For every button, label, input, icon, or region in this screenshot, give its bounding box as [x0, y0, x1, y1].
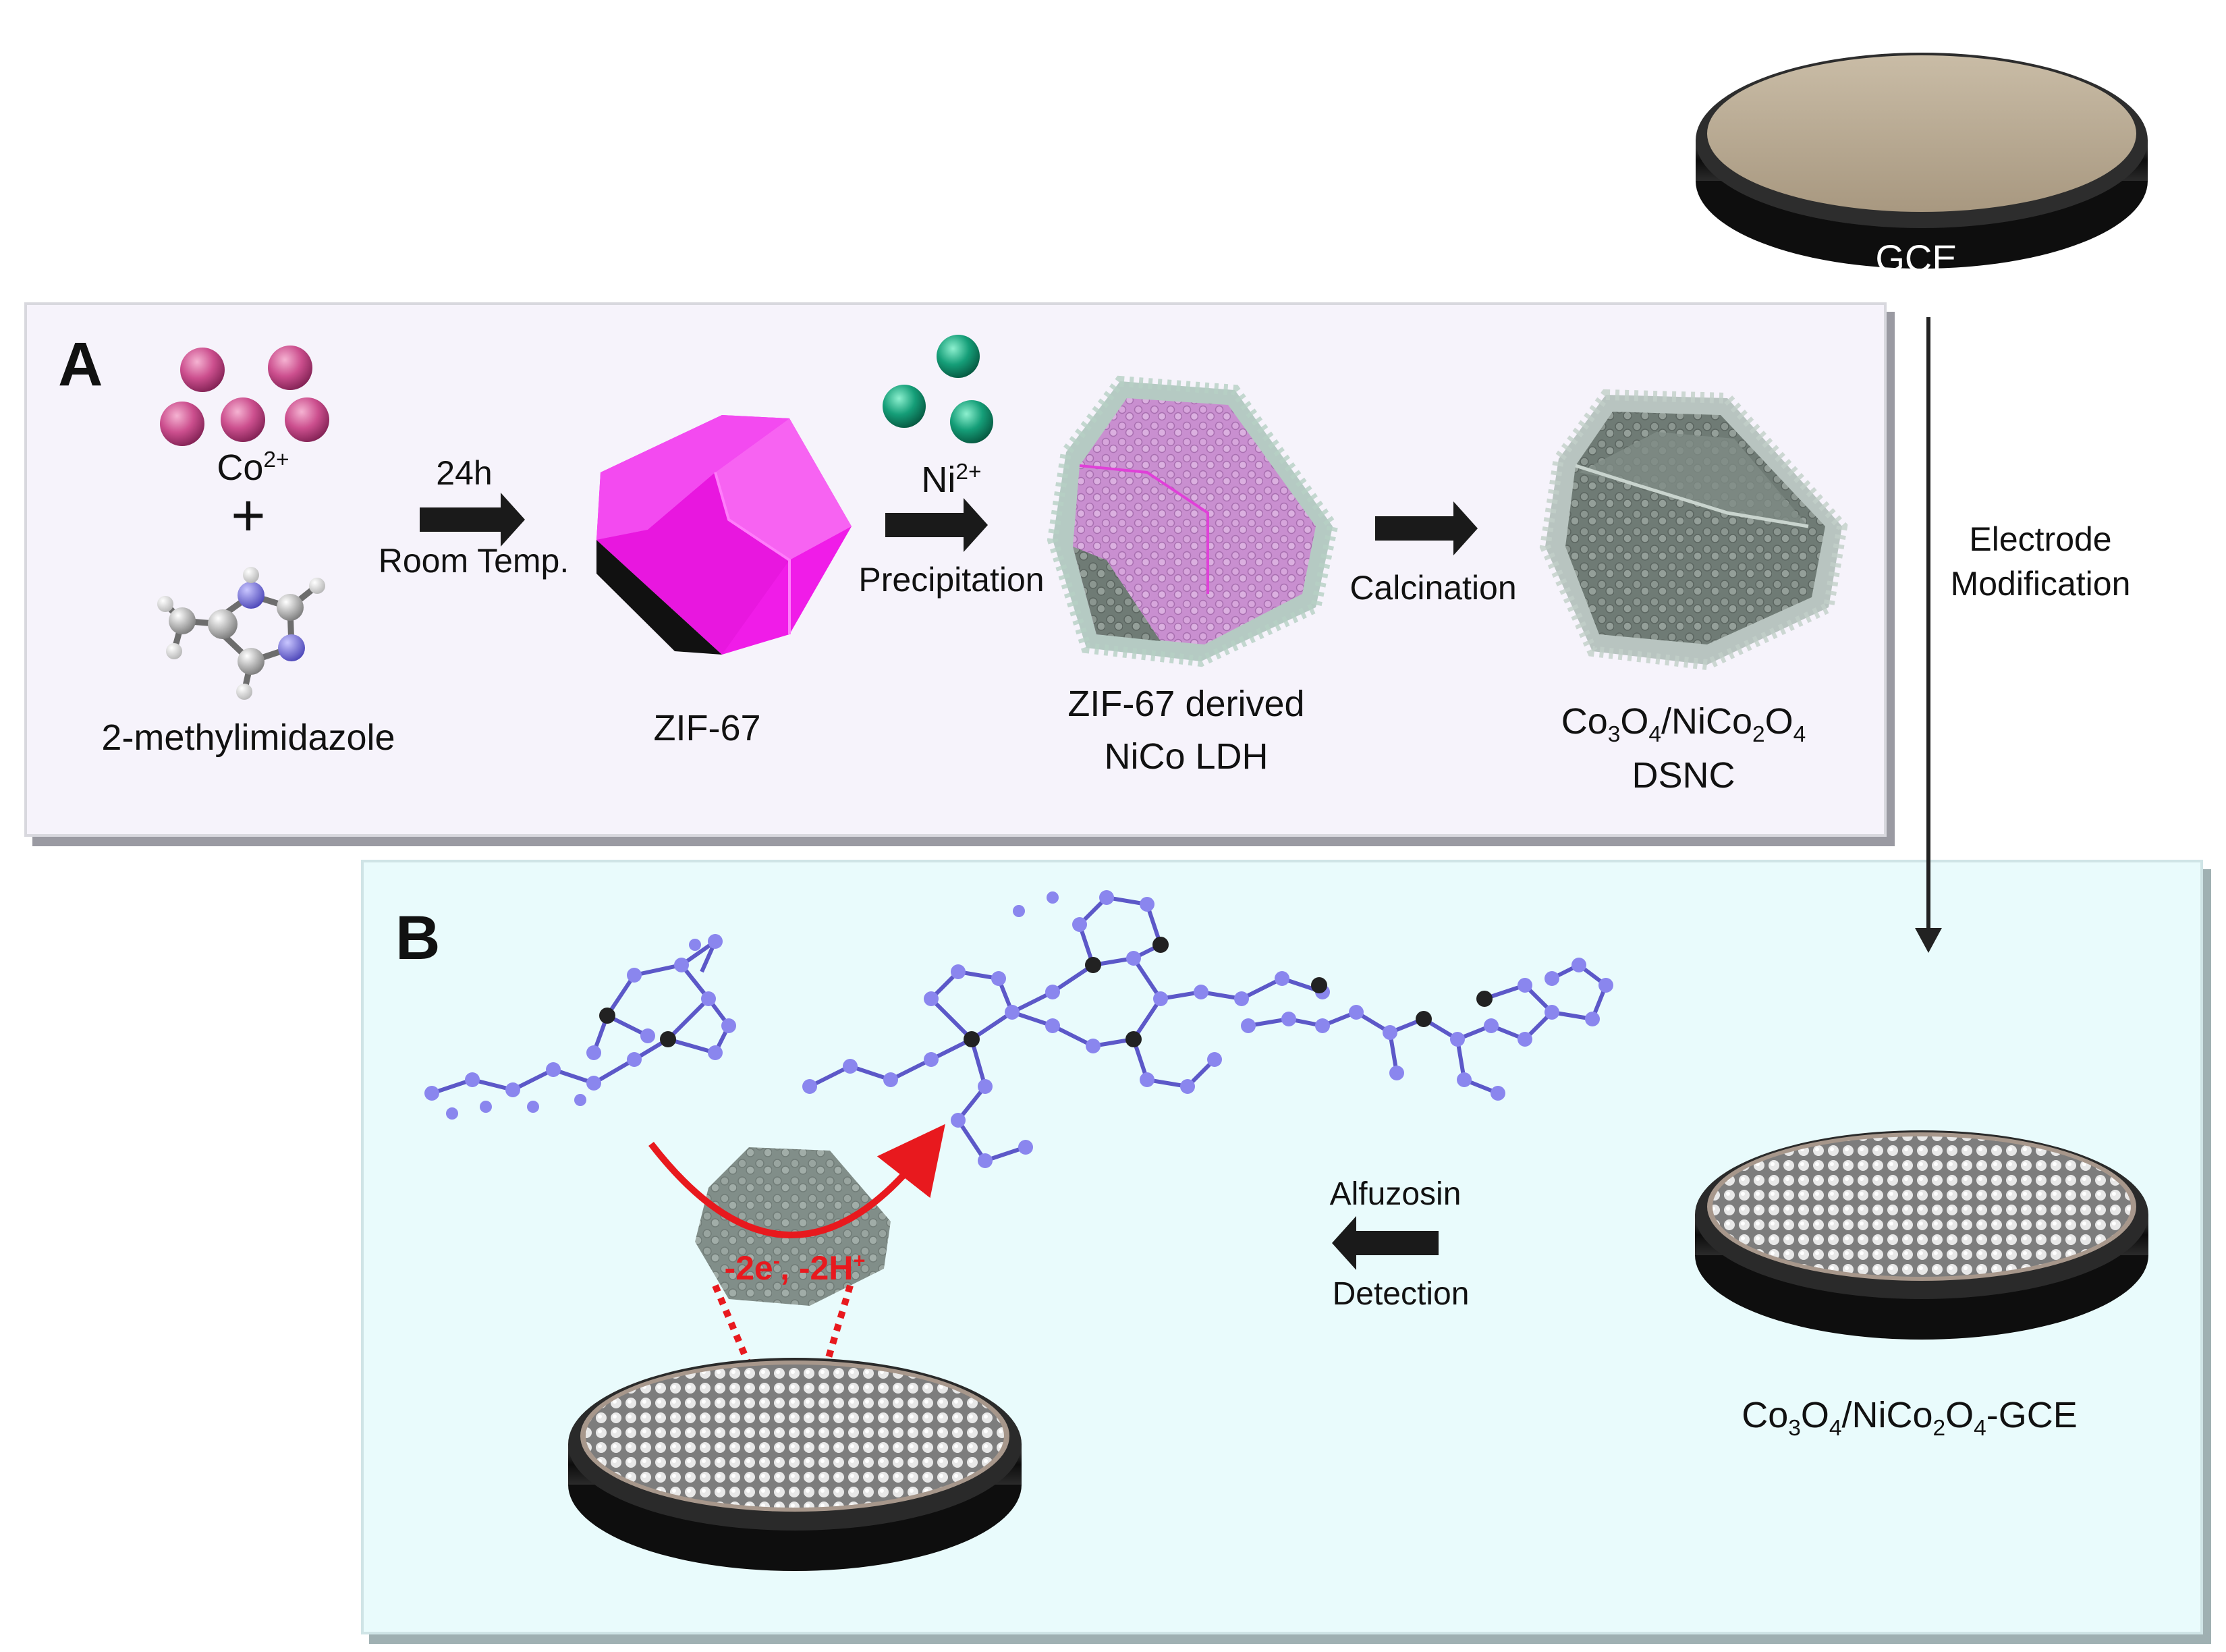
- step2-arrow: [885, 498, 988, 552]
- detection-label: Detection: [1332, 1276, 1470, 1312]
- alfuzosin-atoms-left: [424, 934, 736, 1120]
- zif67-crystal: [596, 415, 852, 655]
- step1-time-label: 24h: [436, 454, 493, 492]
- oxidized-product-atoms: [802, 890, 1330, 1168]
- zif67-label: ZIF-67: [653, 708, 761, 748]
- catalyst-particle: [695, 1147, 891, 1306]
- plus-sign: +: [231, 482, 266, 549]
- dsnc-formula-label: Co3O4/NiCo2O4: [1561, 701, 1806, 747]
- calcination-label: Calcination: [1349, 569, 1517, 607]
- dsnc-particle: [1539, 389, 1848, 671]
- ldh-label-line2: NiCo LDH: [1104, 736, 1269, 777]
- electrode-modification-line1: Electrode: [1969, 520, 2112, 558]
- step1-arrow: [420, 493, 525, 547]
- alfuzosin-atoms-right: [1241, 958, 1613, 1101]
- alfuzosin-label: Alfuzosin: [1329, 1176, 1462, 1212]
- cobalt-ion-spheres: [160, 346, 329, 446]
- detection-arrow: [1332, 1216, 1439, 1270]
- modified-electrode: [1695, 1130, 2148, 1340]
- cobalt-ion-label: Co2+: [217, 447, 289, 488]
- nickel-ion-spheres: [883, 335, 993, 443]
- panel-a-letter: A: [58, 330, 103, 399]
- panel-b-letter: B: [395, 904, 441, 972]
- electrode-modification-arrow: [1915, 317, 1942, 953]
- gce-electrode: [1696, 53, 2148, 269]
- reaction-label: -2e-, -2H+: [724, 1248, 866, 1287]
- step1-condition-label: Room Temp.: [378, 542, 569, 580]
- nico-ldh-particle: [1047, 375, 1339, 667]
- electrode-modification-line2: Modification: [1950, 565, 2131, 603]
- modified-electrode-label: Co3O4/NiCo2O4-GCE: [1742, 1395, 2078, 1441]
- step3-arrow: [1375, 501, 1478, 555]
- gce-label: GCE: [1875, 237, 1957, 279]
- nickel-ion-label: Ni2+: [921, 460, 982, 500]
- linker-label: 2-methylimidazole: [101, 717, 395, 758]
- dsnc-label-line2: DSNC: [1632, 755, 1735, 796]
- working-electrode: [568, 1358, 1022, 1571]
- precipitation-label: Precipitation: [858, 561, 1045, 599]
- reaction-arrow: [648, 1124, 945, 1238]
- ldh-label-line1: ZIF-67 derived: [1067, 684, 1305, 724]
